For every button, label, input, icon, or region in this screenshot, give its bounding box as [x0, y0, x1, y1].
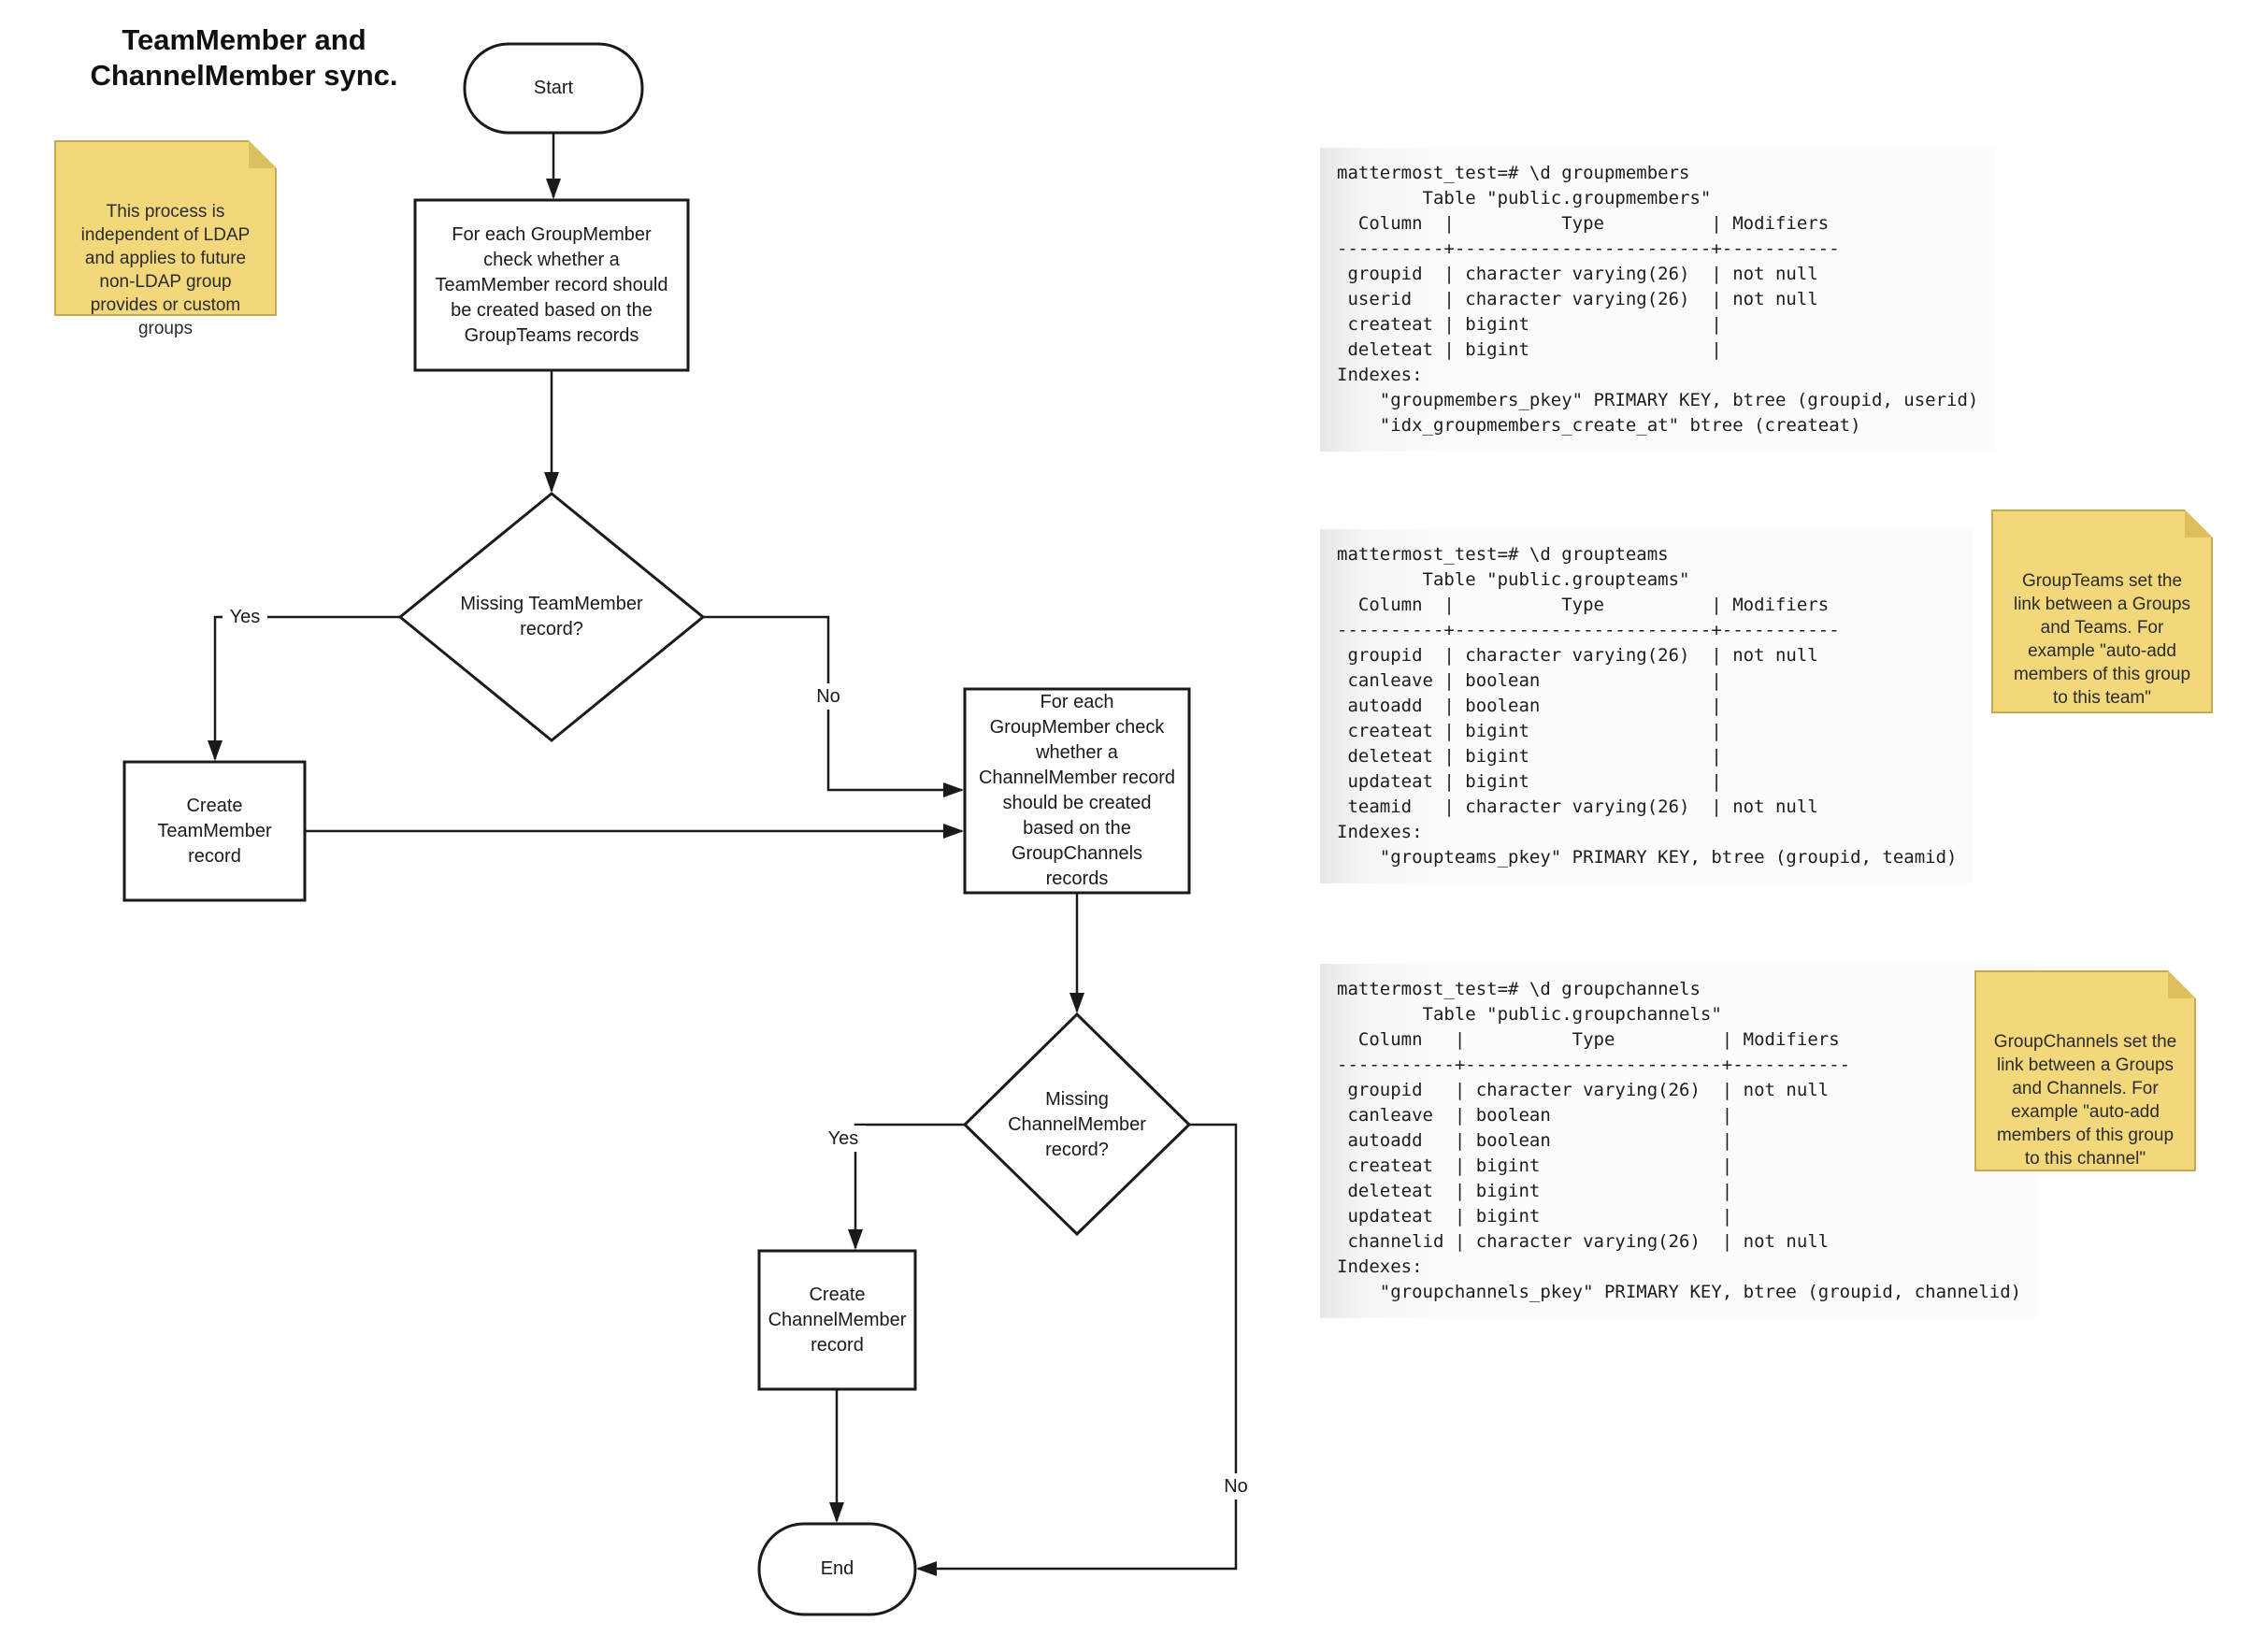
note-ldap-text: This process is independent of LDAP and …: [80, 202, 251, 338]
decision1-label: Missing TeamMember record?: [460, 594, 643, 639]
end-node-shape: [757, 1522, 917, 1616]
edge-label-no-2: No: [1213, 1473, 1258, 1500]
page-title: TeamMember and ChannelMember sync.: [90, 23, 398, 92]
edge-label-yes-2: Yes: [821, 1126, 866, 1152]
connector-decision2-no: [916, 1123, 1238, 1576]
process2-shape: [963, 687, 1191, 895]
process1-shape: [413, 198, 690, 372]
note-groupteams: GroupTeams set the link between a Groups…: [1991, 509, 2213, 713]
note-ldap: This process is independent of LDAP and …: [54, 140, 277, 338]
create-teammember-label: Create TeamMember record: [157, 795, 272, 867]
create-teammember-shape: [122, 760, 307, 902]
terminal-groupmembers: mattermost_test=# \d groupmembers Table …: [1320, 148, 1996, 452]
connector-decision2-yes: [848, 1123, 965, 1250]
decision2-label: Missing ChannelMember record?: [1008, 1088, 1146, 1160]
create-channelmember-label: Create ChannelMember record: [768, 1284, 907, 1356]
connector-decision1-yes: [208, 615, 400, 761]
terminal-groupchannels: mattermost_test=# \d groupchannels Table…: [1320, 964, 2039, 1318]
note-groupchannels-text: GroupChannels set the link between a Gro…: [1993, 1032, 2177, 1169]
process1-label: For each GroupMember check whether a Tea…: [435, 223, 668, 346]
start-node-shape: [463, 42, 644, 135]
decision1-shape: [397, 492, 706, 742]
edge-label-yes-1: Yes: [222, 604, 267, 630]
start-node-label: Start: [533, 78, 574, 98]
end-node-label: End: [820, 1558, 854, 1579]
note-groupteams-text: GroupTeams set the link between a Groups…: [2013, 571, 2191, 708]
note-fold-icon: [2168, 970, 2196, 998]
terminal-groupteams: mattermost_test=# \d groupteams Table "p…: [1320, 529, 1974, 883]
note-fold-icon: [249, 140, 277, 168]
edge-label-no-1: No: [806, 683, 851, 710]
create-channelmember-shape: [757, 1249, 917, 1391]
note-groupchannels: GroupChannels set the link between a Gro…: [1974, 970, 2196, 1171]
note-fold-icon: [2185, 509, 2213, 538]
process2-label: For each GroupMember check whether a Cha…: [978, 692, 1176, 889]
decision2-shape: [962, 1012, 1192, 1237]
